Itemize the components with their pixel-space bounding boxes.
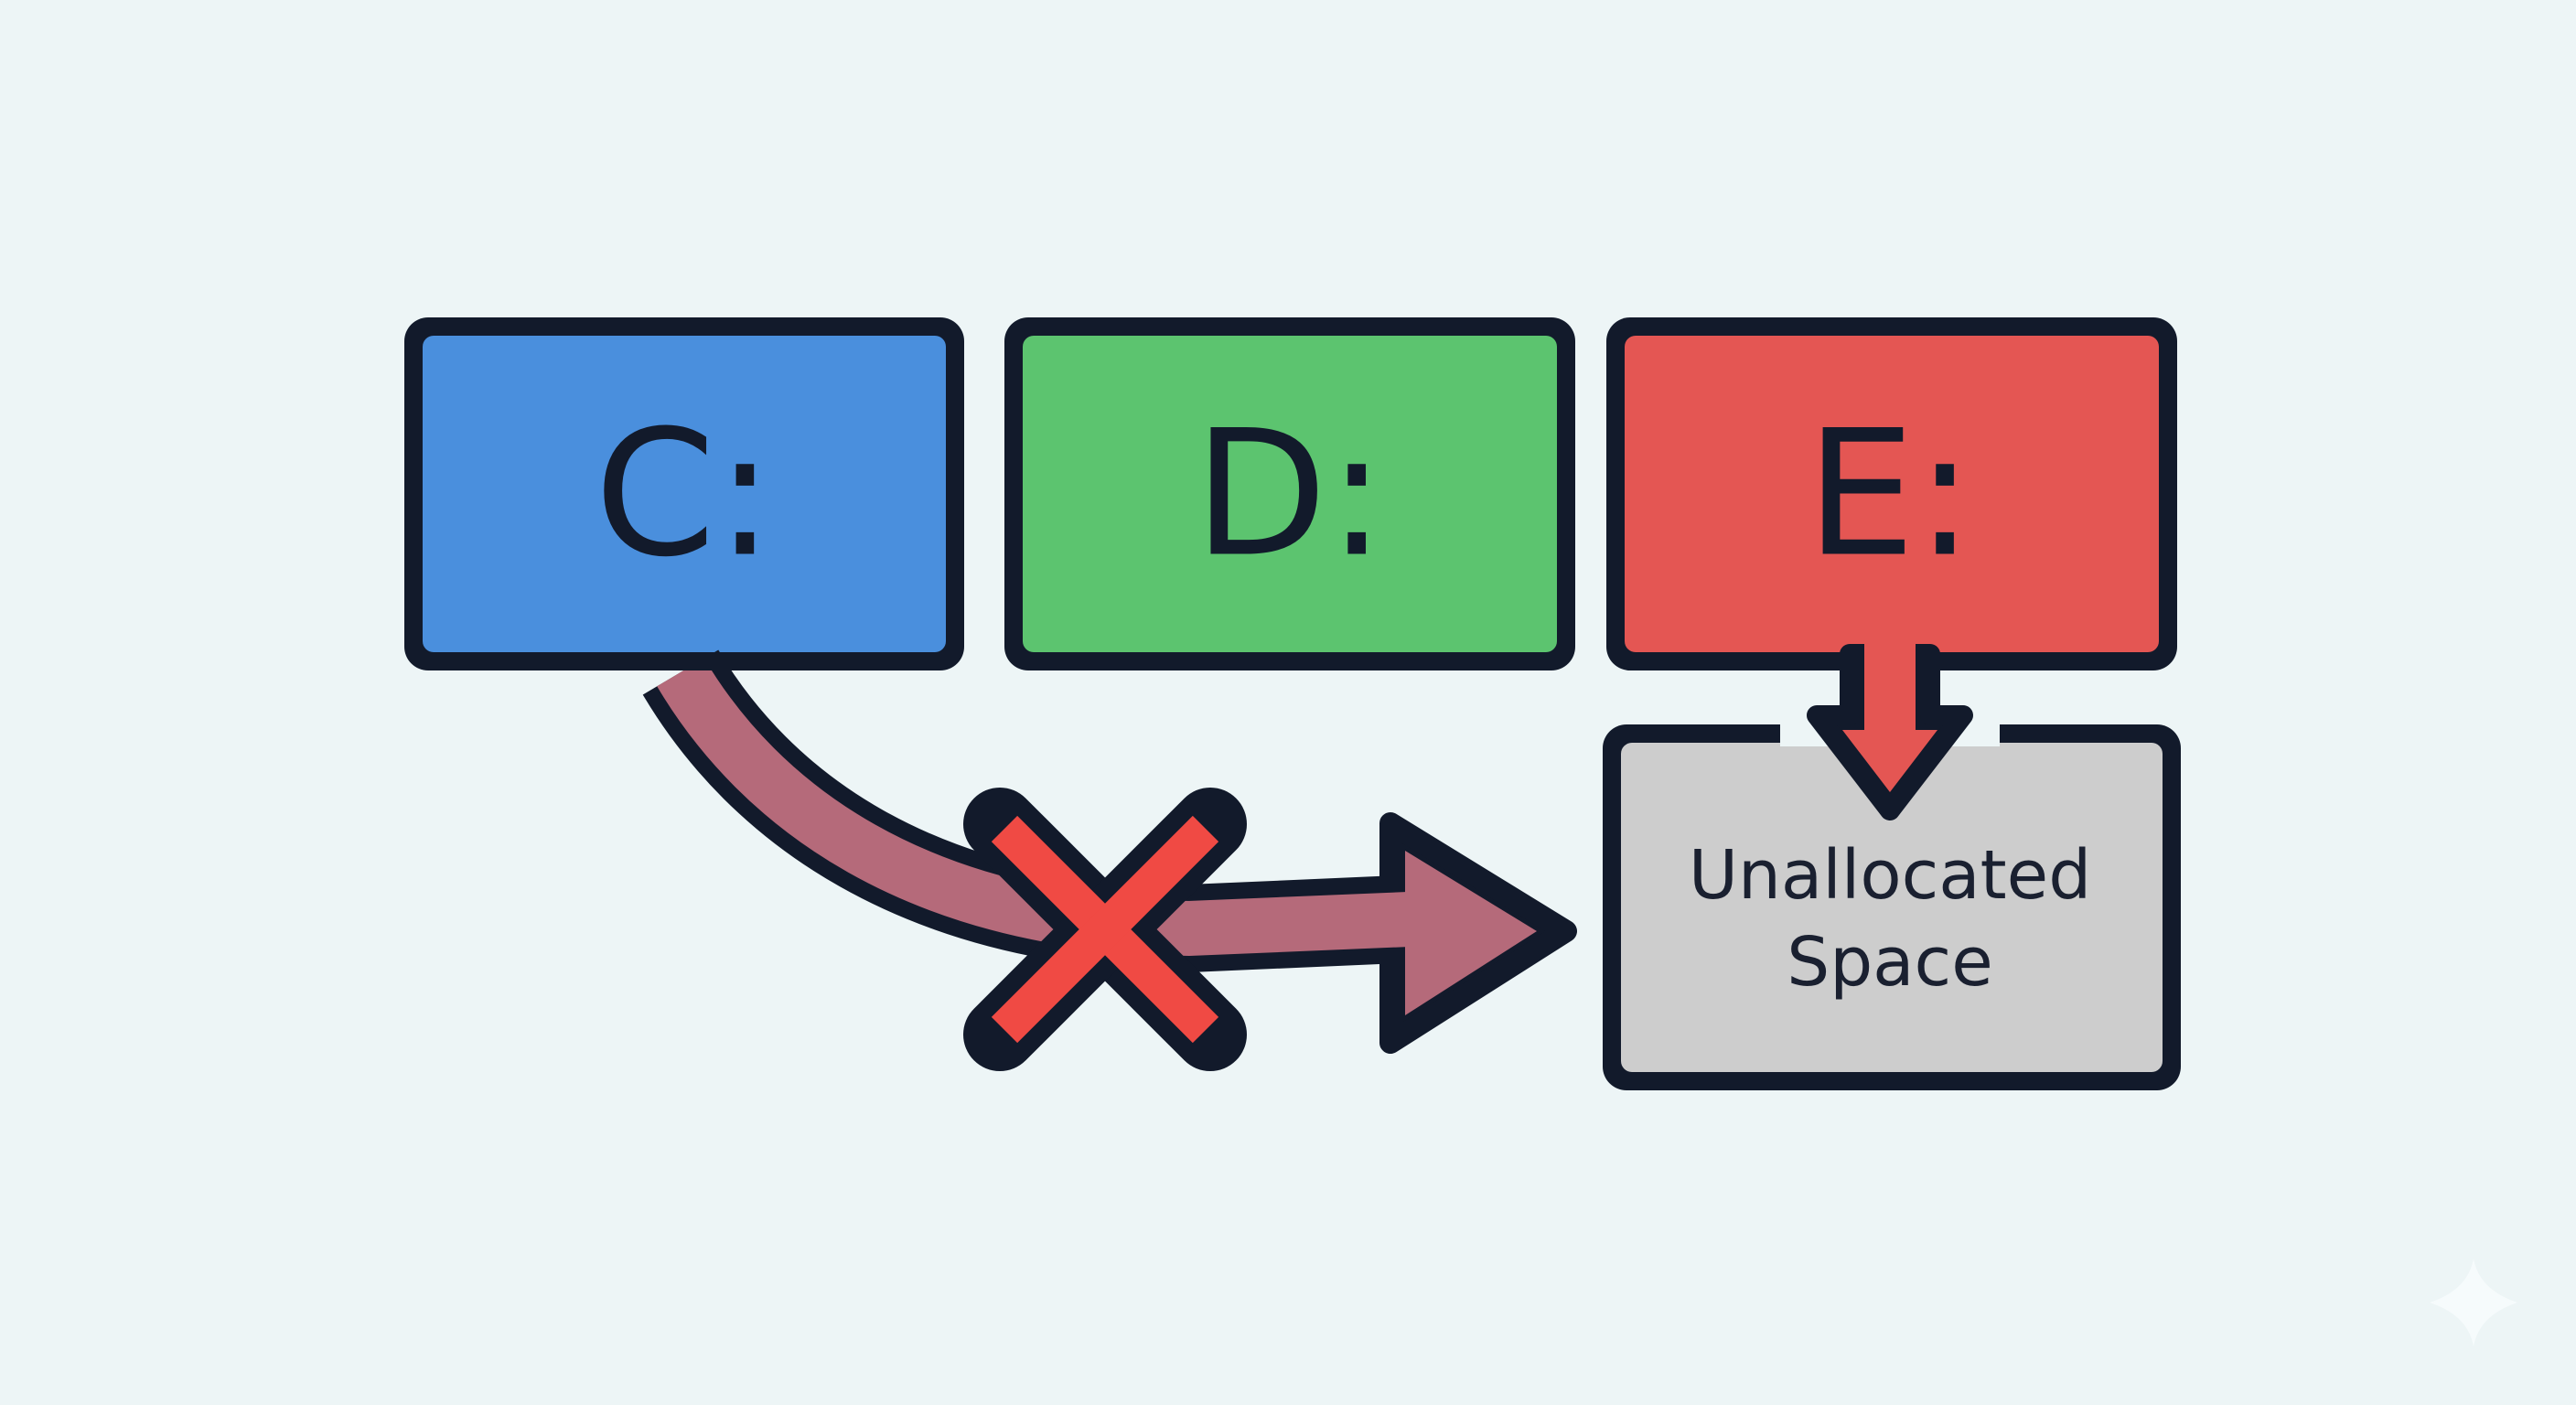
unallocated-label-line2: Space	[1787, 923, 1993, 1002]
drive-d-label: D:	[1194, 393, 1386, 595]
drive-e-label: E:	[1806, 393, 1974, 595]
blocked-arrow-c-to-unallocated	[640, 649, 1577, 1054]
drive-e-box[interactable]: E:	[1606, 317, 2177, 670]
unallocated-label-line1: Unallocated	[1689, 836, 2091, 915]
sparkle-icon	[2430, 1259, 2517, 1346]
drive-c-label: C:	[595, 393, 775, 595]
drive-d-box[interactable]: D:	[1004, 317, 1575, 670]
allowed-arrow-e-to-unallocated	[1780, 640, 2000, 820]
unallocated-space-box[interactable]: Unallocated Space	[1603, 724, 2181, 1090]
drive-c-box[interactable]: C:	[404, 317, 964, 670]
blocked-x-icon	[963, 788, 1247, 1071]
